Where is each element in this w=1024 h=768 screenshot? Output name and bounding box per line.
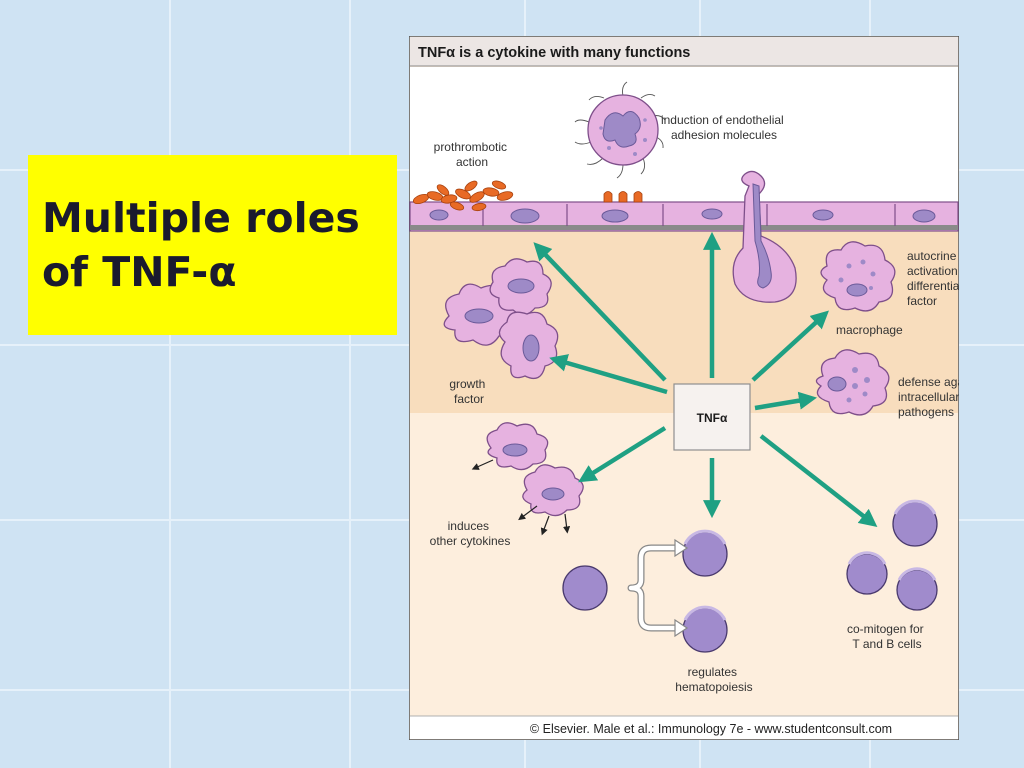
slide-title-line-2: of TNF-α [42,248,237,296]
arrow-to-cytokines [578,426,667,483]
arrow-to-macrophage [751,310,829,382]
label-other-cytokines: induces other cytokines [430,519,511,548]
leukocyte-cell [574,81,666,179]
tnf-effect-arrows [533,231,878,527]
label-co-mitogen: co-mitogen for T and B cells [847,622,927,651]
infected-macrophage-cell [815,349,890,416]
arrow-to-lymphocytes [759,434,878,527]
label-hematopoiesis: regulates hematopoiesis [675,665,752,694]
label-growth-factor: growth factor [449,377,488,406]
label-prothrombotic: prothrombotic action [434,140,511,169]
figure-labels: prothrombotic action induction of endoth… [430,113,959,694]
tnf-alpha-diagram: TNFα is a cytokine with many functions [409,36,959,740]
macrophage-cell [820,241,896,312]
slide-title-box: Multiple roles of TNF-α [28,155,397,335]
cytokine-secreting-cells [471,422,584,536]
credit-bar [410,716,958,739]
label-defense: defense against intracellular pathogens [898,375,959,419]
tnf-center-label: TNFα [697,411,728,425]
adhesion-molecules [603,191,643,203]
arrow-to-prothrombotic [533,242,667,382]
header-bar [410,37,958,66]
label-endothelial-adhesion: induction of endothelial adhesion molecu… [661,113,787,142]
transmigrating-cell [732,170,797,303]
endothelial-layer [409,201,959,232]
growth-factor-cells [443,258,559,380]
hematopoietic-cells [562,529,728,653]
tnf-center-box [673,383,751,451]
figure-credit: © Elsevier. Male et al.: Immunology 7e -… [530,722,892,736]
figure-header: TNFα is a cytokine with many functions [418,45,690,61]
arrow-to-growth-factor [549,354,668,395]
arrow-to-defense [754,391,817,411]
label-autocrine: autocrine activation and differentiation… [907,249,959,308]
lymphocyte-cells [846,499,938,611]
label-macrophage: macrophage [836,323,903,337]
slide-title-line-1: Multiple roles [42,194,360,242]
prothrombotic-red-cells [412,180,514,212]
